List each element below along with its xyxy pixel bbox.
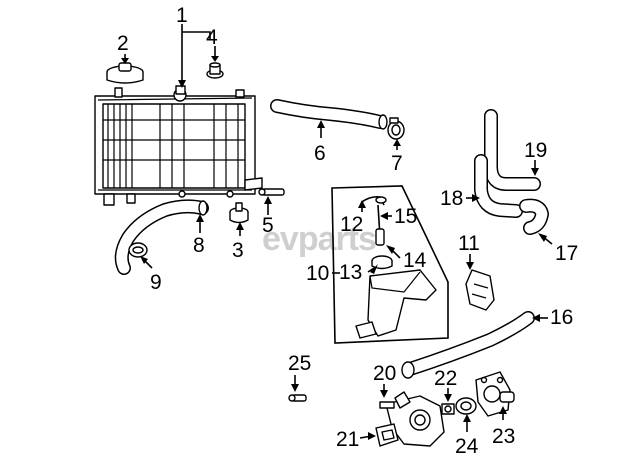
leader-lines	[121, 24, 553, 440]
drain-cock[interactable]	[229, 202, 249, 224]
callout-15: 15	[394, 205, 417, 228]
water-pipe[interactable]	[401, 311, 535, 379]
callout-13: 13	[339, 261, 362, 284]
reservoir-hose[interactable]	[375, 228, 385, 246]
coolant-reservoir[interactable]	[355, 269, 437, 339]
hose-clamp-upper[interactable]	[387, 117, 405, 140]
lower-radiator-hose[interactable]	[114, 199, 209, 275]
callout-9: 9	[150, 271, 162, 294]
callout-3: 3	[232, 239, 244, 262]
drain-plug[interactable]	[206, 62, 224, 79]
hose-clamp-lower[interactable]	[128, 242, 148, 258]
watermark-logo: evparts	[262, 220, 376, 258]
callout-8: 8	[193, 234, 205, 257]
callout-4: 4	[206, 26, 218, 49]
radiator-cap[interactable]	[106, 62, 144, 84]
temperature-sensor[interactable]	[258, 188, 285, 196]
reservoir-kit-box	[331, 185, 449, 344]
thermostat-cover[interactable]	[475, 371, 515, 417]
callout-23: 23	[492, 425, 515, 448]
callout-17: 17	[555, 242, 578, 265]
callout-11: 11	[458, 232, 480, 255]
callout-2: 2	[117, 32, 129, 55]
heater-hose-outlet[interactable]	[474, 154, 523, 218]
callout-21: 21	[336, 428, 359, 451]
coolant-temperature-sensor[interactable]	[441, 403, 455, 415]
heater-hose-inlet[interactable]	[484, 109, 541, 191]
mounting-bolt[interactable]	[288, 394, 307, 402]
mounting-bracket[interactable]	[465, 269, 495, 311]
housing-gasket[interactable]	[375, 423, 399, 447]
thermostat-housing[interactable]	[379, 391, 445, 447]
callout-22: 22	[434, 367, 457, 390]
callout-1: 1	[176, 4, 188, 27]
reservoir-cap[interactable]	[371, 255, 393, 270]
thermostat[interactable]	[455, 397, 477, 415]
callout-19: 19	[524, 139, 547, 162]
callout-10: 10	[306, 262, 329, 285]
upper-radiator-hose[interactable]	[270, 99, 388, 130]
callout-16: 16	[550, 306, 573, 329]
callout-7: 7	[391, 152, 403, 175]
radiator[interactable]	[94, 85, 263, 206]
callout-5: 5	[262, 214, 274, 237]
callout-18: 18	[440, 187, 463, 210]
callout-labels: 1 2 3 4 5 6 7 8 9 10 11 12 13 14 15 16 1…	[117, 4, 578, 458]
callout-20: 20	[373, 362, 396, 385]
callout-14: 14	[403, 249, 427, 272]
callout-12: 12	[340, 213, 363, 236]
callout-24: 24	[455, 435, 479, 458]
bypass-hose[interactable]	[519, 198, 549, 235]
callout-6: 6	[314, 142, 326, 165]
callout-25: 25	[288, 352, 311, 375]
